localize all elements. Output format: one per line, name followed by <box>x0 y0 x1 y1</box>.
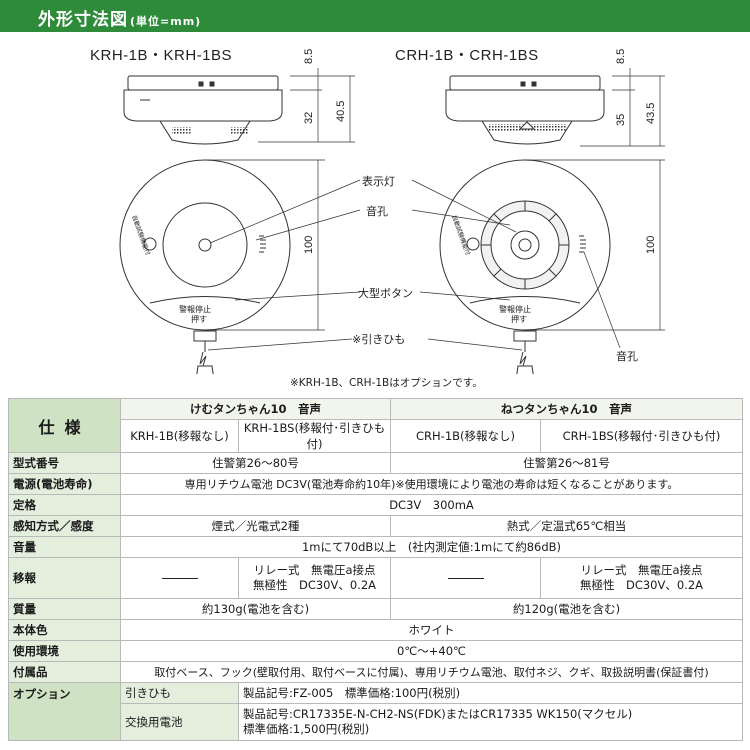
row-power: 電源(電池寿命) 専用リチウム電池 DC3V(電池寿命約10年)※使用環境により… <box>8 473 744 495</box>
unit-text: (単位=mm) <box>130 15 202 28</box>
value-mass-left: 約130g(電池を含む) <box>120 598 391 620</box>
value-model-no-right: 住警第26～81号 <box>389 452 744 474</box>
row-color: 本体色 ホワイト <box>8 619 744 641</box>
dim-right-body: 35 <box>615 114 627 126</box>
model-crh-1b: CRH-1B(移報なし) <box>390 419 541 453</box>
callout-big-button: 大型ボタン <box>358 287 413 300</box>
value-mass-right: 約120g(電池を含む) <box>389 598 744 620</box>
button-label-right: 警報停止 <box>499 304 531 314</box>
row-mass: 質量 約130g(電池を含む) 約120g(電池を含む) <box>8 598 744 620</box>
right-top-view <box>439 159 611 374</box>
relay-cr-line2: 無極性 DC30V、0.2A <box>579 578 704 592</box>
option-battery-line1: 製品記号:CR17335E-N-CH2-NS(FDK)またはCR17335 WK… <box>243 707 633 721</box>
value-relay-krh-1bs: リレー式 無電圧a接点 無極性 DC30V、0.2A <box>238 557 391 599</box>
dim-left-body: 32 <box>303 112 315 124</box>
group-netsutan: ねつタンちゃん10 音声 <box>389 398 744 420</box>
spec-header-row-1: 仕様 けむタンちゃん10 音声 ねつタンちゃん10 音声 <box>8 398 744 453</box>
value-sensing-right: 熱式／定温式65℃相当 <box>389 515 744 537</box>
row-rating: 定格 DC3V 300mA <box>8 494 744 516</box>
relay-kr-line2: 無極性 DC30V、0.2A <box>252 578 377 592</box>
label-relay: 移報 <box>8 557 121 599</box>
label-env: 使用環境 <box>8 640 121 662</box>
callout-sound-hole-right: 音孔 <box>616 350 638 363</box>
dimension-drawing: 8.5 32 40.5 100 8.5 35 43.5 100 警報停止 押す … <box>119 49 665 374</box>
label-accessories: 付属品 <box>8 661 121 683</box>
spec-table: 仕様 けむタンちゃん10 音声 ねつタンちゃん10 音声 KRH-1B(移報なし… <box>8 398 744 741</box>
label-color: 本体色 <box>8 619 121 641</box>
leader-lines <box>207 179 621 351</box>
label-sensing: 感知方式／感度 <box>8 515 121 537</box>
option-cord-name: 引きひも <box>120 682 239 704</box>
page-title: 外形寸法図(単位=mm) <box>38 5 201 30</box>
row-option-cord: オプション 引きひも 製品記号:FZ-005 標準価格:100円(税別) <box>8 682 744 741</box>
relay-cr-line1: リレー式 無電圧a接点 <box>580 563 703 577</box>
callout-sound-hole: 音孔 <box>366 205 388 218</box>
row-sensing: 感知方式／感度 煙式／光電式2種 熱式／定温式65℃相当 <box>8 515 744 537</box>
spec-title: 仕様 <box>8 398 121 453</box>
model-krh-1bs: KRH-1BS(移報付･引きひも付) <box>238 419 391 453</box>
option-note: ※KRH-1B、CRH-1Bはオプションです。 <box>290 377 483 389</box>
callout-pull-cord: ※引きひも <box>352 333 406 346</box>
label-volume: 音量 <box>8 536 121 558</box>
row-model-no: 型式番号 住警第26～80号 住警第26～81号 <box>8 452 744 474</box>
value-relay-crh-1b <box>390 557 541 599</box>
row-volume: 音量 1mにて70dB以上 (社内測定値:1mにて約86dB) <box>8 536 744 558</box>
dim-left-top: 8.5 <box>303 49 315 64</box>
button-label-left: 警報停止 <box>179 304 211 314</box>
option-battery-name: 交換用電池 <box>120 703 239 741</box>
label-options: オプション <box>8 682 121 741</box>
button-label2-left: 押す <box>191 314 207 324</box>
button-label2-right: 押す <box>511 314 527 324</box>
left-dim-lines <box>258 68 355 143</box>
callout-lamp: 表示灯 <box>362 175 395 188</box>
row-relay: 移報 リレー式 無電圧a接点 無極性 DC30V、0.2A リレー式 無電圧a接… <box>8 557 744 599</box>
dash-crh <box>447 578 484 579</box>
model-crh-1bs: CRH-1BS(移報付･引きひも付) <box>539 419 744 453</box>
dash-krh <box>161 578 198 579</box>
dim-right-diameter: 100 <box>645 236 657 254</box>
option-battery-value: 製品記号:CR17335E-N-CH2-NS(FDK)またはCR17335 WK… <box>237 703 744 741</box>
left-side-view <box>123 75 283 145</box>
value-volume: 1mにて70dB以上 (社内測定値:1mにて約86dB) <box>119 536 744 558</box>
spec-header-row-2: KRH-1B(移報なし) KRH-1BS(移報付･引きひも付) CRH-1B(移… <box>9 419 744 453</box>
value-relay-krh-1b <box>120 557 239 599</box>
row-env: 使用環境 0℃～+40℃ <box>8 640 744 662</box>
left-top-view <box>119 159 291 374</box>
value-env: 0℃～+40℃ <box>119 640 744 662</box>
right-side-view <box>445 75 605 145</box>
option-cord-value: 製品記号:FZ-005 標準価格:100円(税別) <box>237 682 744 704</box>
value-accessories: 取付ベース、フック(壁取付用、取付ベースに付属)、専用リチウム電池、取付ネジ、ク… <box>119 661 744 683</box>
header-bar <box>0 0 750 32</box>
dim-right-top: 8.5 <box>615 49 627 64</box>
relay-kr-line1: リレー式 無電圧a接点 <box>253 563 376 577</box>
model-right: CRH-1B・CRH-1BS <box>395 47 539 64</box>
label-model-no: 型式番号 <box>8 452 121 474</box>
dim-right-total: 43.5 <box>645 103 657 124</box>
model-krh-1b: KRH-1B(移報なし) <box>120 419 239 453</box>
value-color: ホワイト <box>119 619 744 641</box>
value-sensing-left: 煙式／光電式2種 <box>120 515 391 537</box>
title-text: 外形寸法図 <box>38 10 128 30</box>
option-battery-line2: 標準価格:1,500円(税別) <box>243 722 370 736</box>
value-rating: DC3V 300mA <box>119 494 744 516</box>
group-kemutan: けむタンちゃん10 音声 <box>120 398 391 420</box>
value-model-no-left: 住警第26～80号 <box>120 452 391 474</box>
label-power: 電源(電池寿命) <box>8 473 121 495</box>
label-mass: 質量 <box>8 598 121 620</box>
value-relay-crh-1bs: リレー式 無電圧a接点 無極性 DC30V、0.2A <box>539 557 744 599</box>
label-rating: 定格 <box>8 494 121 516</box>
row-accessories: 付属品 取付ベース、フック(壁取付用、取付ベースに付属)、専用リチウム電池、取付… <box>8 661 744 683</box>
value-power: 専用リチウム電池 DC3V(電池寿命約10年)※使用環境により電池の寿命は短くな… <box>119 473 744 495</box>
model-left: KRH-1B・KRH-1BS <box>90 47 233 64</box>
row-option-battery: 交換用電池 製品記号:CR17335E-N-CH2-NS(FDK)またはCR17… <box>9 703 744 741</box>
dim-left-diameter: 100 <box>303 236 315 254</box>
dim-left-total: 40.5 <box>335 101 347 122</box>
